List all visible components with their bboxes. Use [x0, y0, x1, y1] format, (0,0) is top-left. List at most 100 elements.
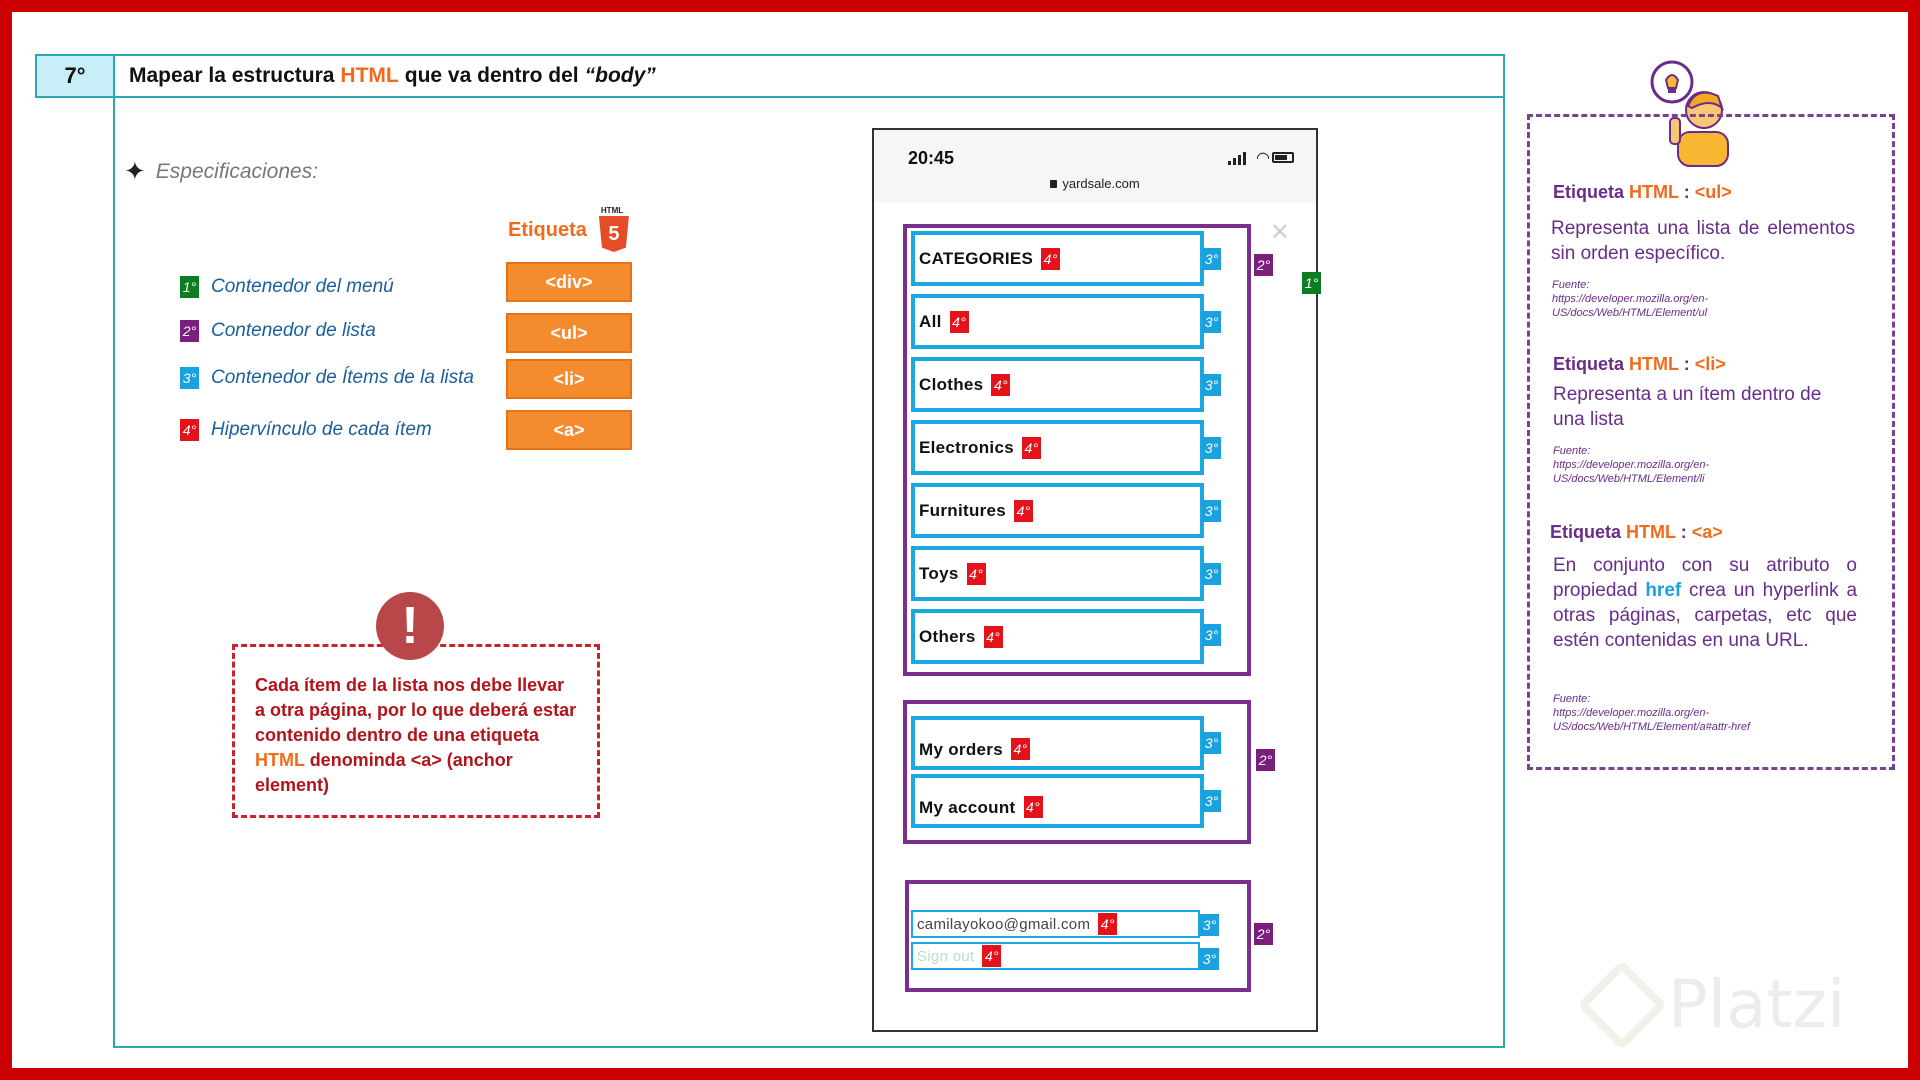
- platzi-watermark: Platzi: [1576, 959, 1846, 1050]
- badge-3: 3°: [1202, 437, 1221, 459]
- battery-icon: [1272, 152, 1294, 163]
- category-item[interactable]: Electronics 4°: [911, 420, 1204, 475]
- tag-ul-button: <ul>: [506, 313, 632, 353]
- thinking-person-icon: [1650, 60, 1729, 167]
- account-label[interactable]: My account: [919, 798, 1016, 817]
- category-item[interactable]: Furnitures 4°: [911, 483, 1204, 538]
- warning-highlight: HTML: [255, 750, 305, 770]
- category-item[interactable]: CATEGORIES 4°: [911, 231, 1204, 286]
- badge-4: 4°: [1014, 499, 1034, 522]
- tag-div-button: <div>: [506, 262, 632, 302]
- close-icon[interactable]: ✕: [1269, 219, 1290, 246]
- info-text-a: En conjunto con su atributo o propiedad …: [1553, 553, 1857, 653]
- category-label[interactable]: Electronics: [919, 437, 1014, 457]
- account-item[interactable]: My account 4°: [911, 774, 1204, 828]
- source-url[interactable]: https://developer.mozilla.org/en-US/docs…: [1553, 459, 1710, 485]
- ul-categories: [903, 224, 1251, 676]
- category-item[interactable]: Others 4°: [911, 609, 1204, 664]
- badge-3: 3°: [1200, 948, 1219, 970]
- info-source-li: Fuente: https://developer.mozilla.org/en…: [1553, 444, 1773, 486]
- legend-label-a: Hipervínculo de cada ítem: [211, 419, 432, 440]
- legend-row-a: 4° Hipervínculo de cada ítem: [180, 419, 432, 441]
- email-label[interactable]: camilayokoo@gmail.com: [917, 915, 1091, 933]
- info-text-li: Representa a un ítem dentro de una lista: [1553, 384, 1822, 430]
- info-title-separator: :: [1683, 182, 1690, 202]
- ul-footer: [905, 880, 1251, 992]
- specifications-label: Especificaciones:: [155, 159, 319, 183]
- legend-row-ul: 2° Contenedor de lista: [180, 320, 376, 342]
- badge-2: 2°: [1254, 254, 1273, 276]
- badge-3: 3°: [1202, 311, 1221, 333]
- badge-4: 4°: [982, 945, 1002, 967]
- badge-3: 3°: [180, 367, 199, 389]
- badge-3: 3°: [1202, 563, 1221, 585]
- warning-box: Cada ítem de la lista nos debe llevar a …: [232, 644, 600, 818]
- status-time: 20:45: [908, 148, 955, 168]
- info-title-prefix: Etiqueta: [1553, 182, 1625, 202]
- info-source-a: Fuente: https://developer.mozilla.org/en…: [1553, 692, 1793, 734]
- html5-logo-icon: HTML 5: [597, 206, 631, 254]
- platzi-wordmark: Platzi: [1668, 966, 1846, 1043]
- source-url[interactable]: https://developer.mozilla.org/en-US/docs…: [1552, 293, 1709, 319]
- badge-3: 3°: [1202, 500, 1221, 522]
- slide-title: Mapear la estructura HTML que va dentro …: [113, 54, 1505, 98]
- info-title-separator: :: [1680, 522, 1687, 542]
- badge-4: 4°: [1021, 436, 1041, 459]
- category-label[interactable]: Clothes: [919, 374, 984, 394]
- badge-4: 4°: [1041, 247, 1061, 270]
- category-label[interactable]: Others: [919, 626, 976, 646]
- source-label: Fuente:: [1552, 279, 1590, 291]
- source-url[interactable]: https://developer.mozilla.org/en-US/docs…: [1553, 707, 1751, 733]
- badge-4: 4°: [966, 562, 986, 585]
- info-title-tag: <li>: [1694, 354, 1726, 374]
- source-label: Fuente:: [1553, 445, 1591, 457]
- status-bar: 20:45 ◠ yardsale.com: [874, 130, 1316, 202]
- category-label[interactable]: Furnitures: [919, 500, 1007, 520]
- info-text-part1: En conjunto con su atributo o propiedad: [1553, 555, 1857, 601]
- title-highlight: HTML: [340, 64, 399, 87]
- account-item[interactable]: My orders 4°: [911, 716, 1204, 770]
- info-title-html: HTML: [1626, 522, 1676, 542]
- category-label[interactable]: CATEGORIES: [919, 248, 1034, 268]
- main-panel: [113, 96, 1505, 1048]
- legend-label-ul: Contenedor de lista: [211, 320, 376, 341]
- info-source-ul: Fuente: https://developer.mozilla.org/en…: [1552, 278, 1772, 320]
- badge-4: 4°: [991, 373, 1011, 396]
- category-item[interactable]: Toys 4°: [911, 546, 1204, 601]
- ul-account: [903, 700, 1251, 844]
- info-title-prefix: Etiqueta: [1553, 354, 1625, 374]
- specifications-heading: ✦ Especificaciones:: [124, 156, 318, 187]
- address-url: yardsale.com: [1062, 176, 1140, 191]
- category-label[interactable]: Toys: [919, 563, 959, 583]
- warning-text-2: denominda <a> (anchor element): [255, 750, 513, 795]
- sign-out-item[interactable]: Sign out 4°: [911, 942, 1200, 970]
- sign-out-label[interactable]: Sign out: [917, 947, 975, 965]
- title-middle: que va dentro del: [404, 64, 579, 87]
- badge-4: 4°: [1010, 738, 1030, 760]
- category-label[interactable]: All: [919, 311, 942, 331]
- title-prefix: Mapear la estructura: [129, 64, 335, 87]
- account-label[interactable]: My orders: [919, 740, 1003, 759]
- tag-a-button: <a>: [506, 410, 632, 450]
- info-title-prefix: Etiqueta: [1550, 522, 1622, 542]
- badge-3: 3°: [1202, 374, 1221, 396]
- badge-4: 4°: [180, 419, 199, 441]
- badge-2: 2°: [1256, 749, 1275, 771]
- legend-label-div: Contenedor del menú: [211, 276, 394, 297]
- category-item[interactable]: Clothes 4°: [911, 357, 1204, 412]
- wifi-icon: ◠: [1256, 150, 1270, 167]
- badge-2: 2°: [180, 320, 199, 342]
- badge-4: 4°: [1023, 796, 1043, 818]
- info-title-a: Etiqueta HTML : <a>: [1550, 522, 1723, 543]
- badge-1: 1°: [1302, 272, 1321, 294]
- address-bar[interactable]: yardsale.com: [874, 176, 1316, 191]
- signal-icon: [1228, 152, 1246, 165]
- warning-exclamation-icon: !: [376, 592, 444, 660]
- badge-4: 4°: [983, 625, 1003, 648]
- info-text-highlight: href: [1645, 580, 1682, 601]
- title-italic: “body”: [584, 64, 656, 87]
- badge-3: 3°: [1200, 914, 1219, 936]
- etiqueta-header: Etiqueta HTML 5: [508, 206, 631, 254]
